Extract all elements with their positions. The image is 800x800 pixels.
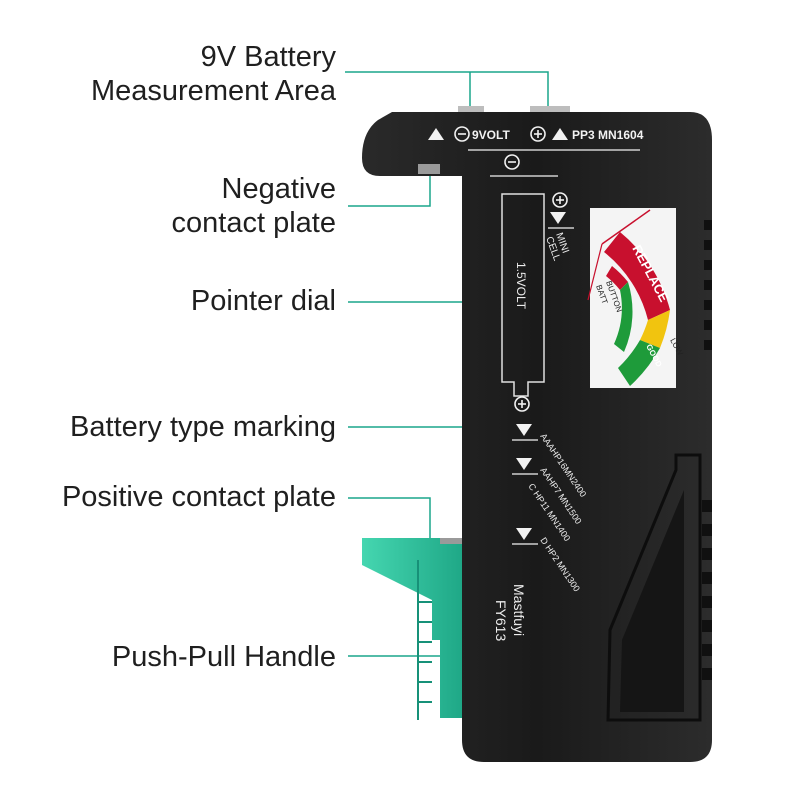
low-zone [640,310,670,348]
callout-line-negative [348,170,431,207]
positive-contact-plate [440,538,462,544]
label-handle: Push-Pull Handle [112,640,336,674]
callout-line-measurement [345,71,549,108]
label-type-marking: Battery type marking [70,410,336,444]
label-negative-plate-line2: contact plate [171,207,336,239]
top-neg-text: 9VOLT [472,128,510,142]
label-pointer-dial-text: Pointer dial [190,285,336,317]
dial-needle [601,209,651,245]
pointer-dial: REPLACE GOOD LOW BUTTON BATT [587,208,685,388]
top-markings: 9VOLT PP3 MN1604 [428,126,644,177]
label-type-marking-text: Battery type marking [70,411,336,443]
label-measurement-area: 9V Battery Measurement Area [91,40,336,108]
negative-contact-plate [418,164,440,174]
push-pull-handle [362,538,462,720]
top-pos-text: PP3 MN1604 [572,128,644,142]
label-positive-plate: Positive contact plate [62,480,336,514]
tester-body [362,106,712,762]
model-text: FY613 [493,600,509,641]
label-positive-plate-text: Positive contact plate [61,481,336,513]
label-measurement-area-line1: 9V Battery [200,41,336,73]
label-negative-plate-line1: Negative [221,173,336,205]
brand-marking: Mastfuyi FY613 [493,584,527,641]
good-zone [618,340,660,386]
label-negative-plate: Negative contact plate [172,172,336,240]
label-measurement-area-line2: Measurement Area [90,75,336,107]
label-handle-text: Push-Pull Handle [111,641,336,673]
aa-battery-slot: 1.5VOLT [501,193,545,412]
replace-zone [604,232,670,320]
brand-text: Mastfuyi [511,584,527,636]
slot-label: 1.5VOLT [514,262,528,310]
callout-line-positive [348,497,431,538]
label-pointer-dial: Pointer dial [191,284,336,318]
